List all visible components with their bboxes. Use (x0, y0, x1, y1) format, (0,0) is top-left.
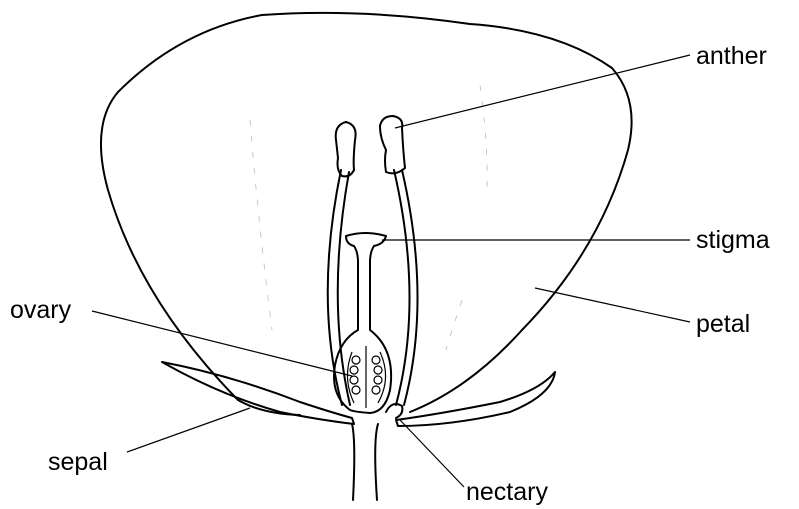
petal-vein-left (250, 120, 272, 330)
label-stigma: stigma (696, 226, 770, 254)
petal-leader (535, 288, 690, 322)
anther-left (336, 122, 356, 176)
petal-vein-right (446, 300, 462, 350)
sepal-leader (127, 408, 250, 452)
sepal-left (162, 362, 354, 424)
stem (352, 424, 354, 500)
filament-right (394, 170, 410, 405)
anther-leader (395, 55, 690, 128)
sepal-right (396, 372, 555, 426)
petal-vein-center (480, 85, 487, 190)
label-sepal: sepal (48, 448, 108, 476)
stem-right (375, 424, 378, 500)
label-nectary: nectary (466, 478, 548, 506)
ovary-leader (92, 311, 352, 376)
nectary-shape (386, 404, 402, 418)
anther-right (380, 116, 405, 173)
pistil-outline (334, 233, 391, 413)
nectary-leader (400, 420, 464, 487)
label-petal: petal (696, 310, 750, 338)
label-anther: anther (696, 42, 767, 70)
label-ovary: ovary (10, 296, 72, 324)
